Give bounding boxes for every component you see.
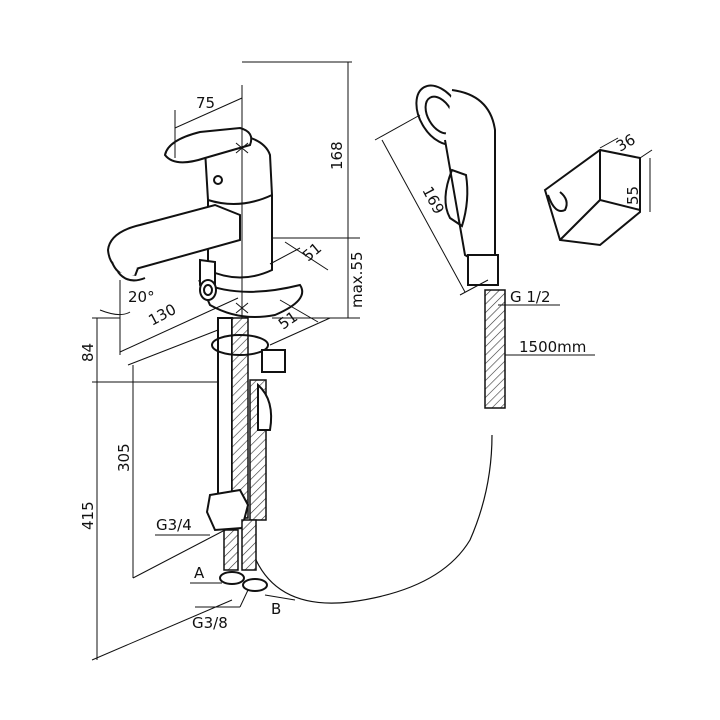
dim-holder-depth: 36 [613, 130, 639, 155]
supply-hoses [205, 317, 493, 604]
label-shower-thread: G 1/2 [510, 288, 551, 306]
shower-holder [543, 148, 641, 247]
dim-handle-width: 75 [196, 94, 215, 112]
dim-overall-hose-length: 415 [79, 501, 97, 530]
label-connector-b: B [271, 600, 281, 618]
dim-holder-height: 55 [624, 186, 642, 205]
dimension-lines [91, 61, 653, 661]
dim-body-depth-top: 51 [299, 239, 325, 265]
dim-spout-clearance: 84 [79, 343, 97, 362]
dim-hand-shower-length: 169 [418, 183, 447, 217]
dim-mixer-height: 168 [328, 141, 346, 170]
label-outlet-thread: G3/8 [192, 614, 228, 632]
dim-spout-angle: 20° [128, 288, 155, 306]
label-shower-hose-length: 1500mm [519, 338, 586, 356]
dim-hose-to-connection: 305 [115, 443, 133, 472]
label-inlet-thread: G3/4 [156, 516, 192, 534]
dim-max-deck-thickness: max.55 [348, 251, 366, 308]
hand-shower [415, 84, 506, 409]
label-connector-a: A [194, 564, 205, 582]
mixer-body [106, 85, 304, 320]
dimension-labels: 75 168 51 max.55 20° 130 51 84 305 415 1… [79, 94, 642, 632]
